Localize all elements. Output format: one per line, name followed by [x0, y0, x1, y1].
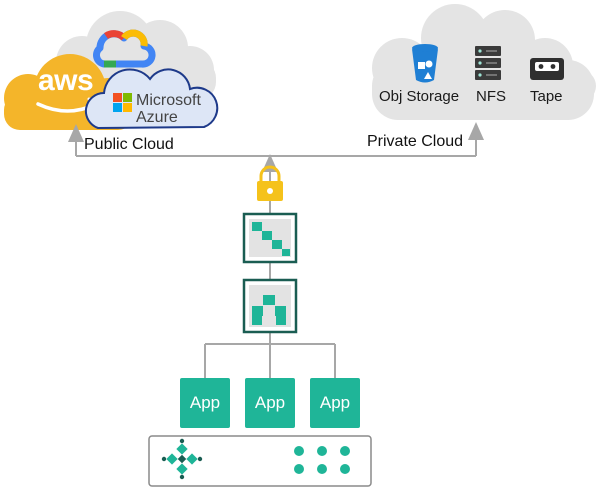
- appliance-status-lights-icon: [294, 446, 350, 474]
- azure-logo-line2: Azure: [136, 109, 178, 126]
- app-button-3[interactable]: App: [310, 378, 360, 428]
- azure-cloud-shape: [84, 68, 219, 130]
- connector-lines: [68, 122, 484, 378]
- public-cloud-label: Public Cloud: [84, 136, 174, 153]
- private-cloud-group: [372, 4, 596, 120]
- app-button-1[interactable]: App: [180, 378, 230, 428]
- aws-logo-text: aws: [38, 64, 94, 97]
- tape-cassette-icon: [530, 58, 564, 80]
- public-cloud-group: [4, 11, 219, 130]
- google-cloud-icon: [93, 29, 156, 68]
- app-button-2[interactable]: App: [245, 378, 295, 428]
- appliance-logo-icon: [161, 438, 203, 480]
- microsoft-logo-icon: [113, 93, 132, 112]
- storage-label-tape: Tape: [530, 88, 563, 105]
- appliance-chassis[interactable]: [148, 435, 372, 487]
- gateway-node-icon[interactable]: [242, 212, 298, 264]
- storage-label-nfs: NFS: [476, 88, 506, 105]
- private-cloud-shape: [372, 4, 596, 120]
- server-rack-icon: [475, 46, 501, 80]
- storage-label-obj: Obj Storage: [379, 88, 460, 105]
- bucket-icon: [412, 44, 438, 83]
- azure-logo-line1: Microsoft: [136, 92, 201, 109]
- lock-icon: [257, 165, 283, 201]
- private-cloud-label: Private Cloud: [367, 133, 464, 150]
- storage-node-icon[interactable]: [242, 278, 298, 334]
